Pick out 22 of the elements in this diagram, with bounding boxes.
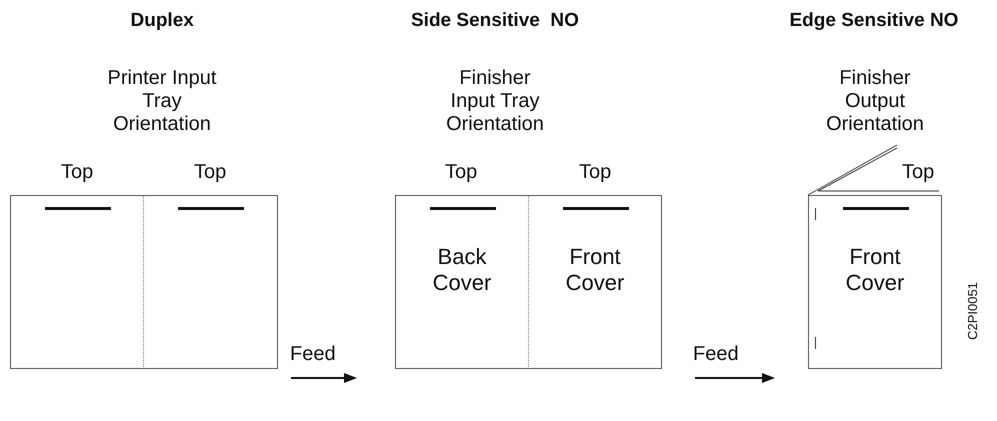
top-label: Top bbox=[61, 161, 94, 183]
top-label: Top bbox=[902, 161, 934, 183]
cover-label: Front Cover bbox=[844, 244, 906, 296]
orientation-label: Finisher Output Orientation bbox=[825, 67, 925, 136]
booklet-page bbox=[808, 195, 942, 369]
page-sheet bbox=[10, 195, 144, 369]
top-label: Top bbox=[445, 161, 478, 183]
cover-label: Front Cover bbox=[564, 244, 626, 296]
page-sheet bbox=[395, 195, 529, 369]
feed-label: Feed bbox=[290, 343, 336, 365]
orientation-label: Printer Input Tray Orientation bbox=[107, 67, 217, 136]
section-heading: Edge Sensitive NO bbox=[790, 10, 958, 32]
top-label: Top bbox=[194, 161, 226, 183]
section-heading: Duplex bbox=[130, 10, 194, 32]
page-sheet bbox=[144, 195, 278, 369]
top-label: Top bbox=[579, 161, 612, 183]
orientation-label: Finisher Input Tray Orientation bbox=[445, 67, 545, 136]
cover-label: Back Cover bbox=[432, 244, 492, 296]
page-sheet bbox=[529, 195, 662, 369]
figure-id: C2PI0051 bbox=[964, 282, 981, 340]
section-heading: Side Sensitive NO bbox=[411, 10, 579, 32]
feed-label: Feed bbox=[693, 343, 739, 365]
